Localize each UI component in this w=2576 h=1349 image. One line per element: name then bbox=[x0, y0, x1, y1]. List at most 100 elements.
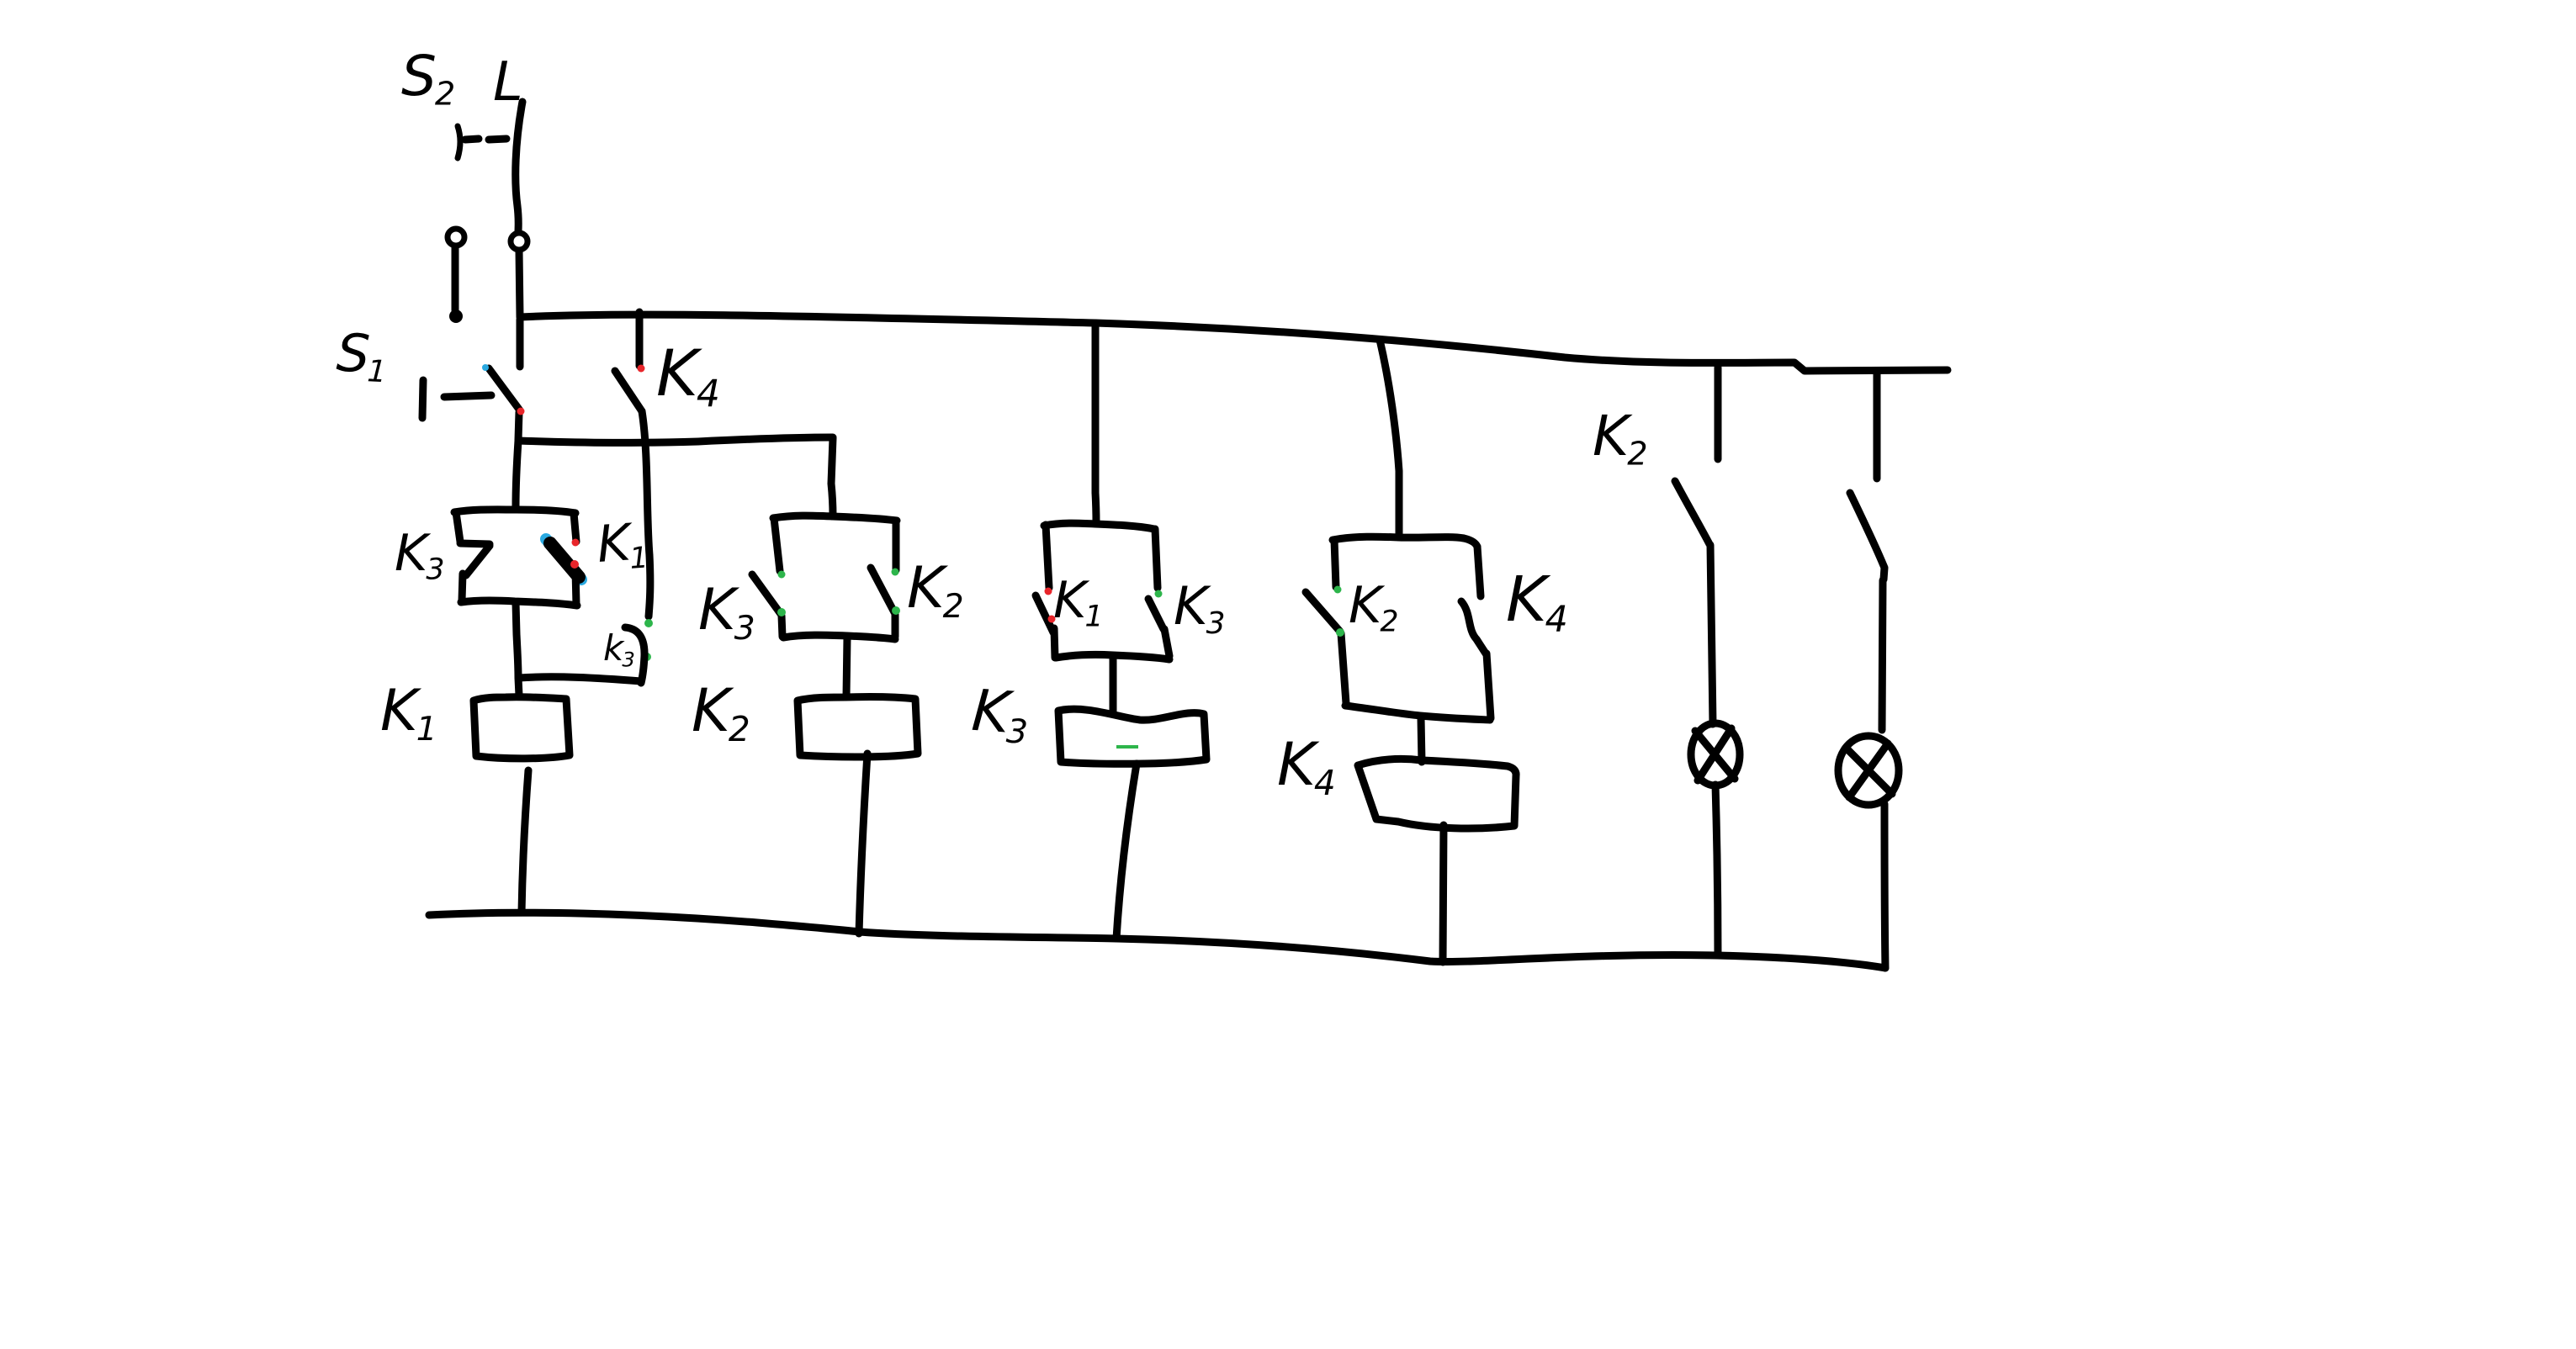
label-k2-coil: K2 bbox=[692, 681, 750, 747]
box2-green-mark-4 bbox=[892, 606, 900, 615]
label-sub: 3 bbox=[426, 553, 445, 587]
label-sub: 4 bbox=[1313, 763, 1336, 804]
coil-k3-box bbox=[1054, 705, 1211, 768]
box4-right-edge-lower bbox=[1482, 649, 1495, 722]
s2-dash-1 bbox=[461, 135, 483, 144]
lamp1-k2-blade bbox=[1671, 477, 1714, 548]
label-k3-contact-branch3: K3 bbox=[1174, 580, 1226, 639]
box4-right-edge bbox=[1473, 542, 1485, 600]
box1-right-edge-upper bbox=[570, 509, 580, 546]
label-k4-coil: K4 bbox=[1277, 735, 1336, 801]
label-base: K bbox=[1053, 571, 1086, 630]
k3-aux-green-mark-top bbox=[644, 619, 653, 627]
label-base: K bbox=[907, 555, 945, 622]
branch1-feed bbox=[511, 436, 522, 511]
branch-k3 bbox=[1031, 319, 1211, 943]
s1-actuator-dash bbox=[440, 391, 496, 401]
k4-contact-wire-down bbox=[638, 407, 655, 621]
branch4-wire-bottom bbox=[1439, 821, 1448, 966]
s2-blade bbox=[511, 98, 527, 236]
s1-blade bbox=[485, 364, 524, 415]
s1-actuator-bar bbox=[418, 376, 427, 422]
branch3-wire-bottom bbox=[1112, 759, 1141, 943]
label-base: S bbox=[401, 44, 437, 108]
branch3-feed bbox=[1091, 319, 1100, 526]
lamp1-x-stroke-2 bbox=[1693, 724, 1736, 785]
label-supply-l: L bbox=[493, 56, 523, 114]
box3-left-edge bbox=[1042, 521, 1053, 592]
branch2-wire-bottom bbox=[855, 749, 872, 938]
label-s2: S2 bbox=[401, 49, 455, 111]
top-bus-wire bbox=[516, 310, 1952, 375]
lamp2-wire-upper bbox=[1878, 576, 1887, 734]
label-k3-contact-branch1: K3 bbox=[395, 528, 445, 585]
k3-aux-link-wire bbox=[515, 673, 645, 685]
box3-right-edge bbox=[1151, 525, 1162, 592]
k4-series-contact bbox=[515, 308, 655, 687]
label-k3-contact-branch2: K3 bbox=[698, 582, 755, 645]
label-base: K bbox=[1174, 575, 1208, 637]
label-sub: 2 bbox=[728, 709, 750, 750]
lamp1-icon bbox=[1687, 719, 1744, 790]
box1-red-mark-top bbox=[571, 538, 580, 547]
branch4-feed bbox=[1375, 336, 1403, 542]
label-base: K bbox=[1593, 404, 1629, 468]
label-sub: 3 bbox=[734, 608, 755, 648]
s1-blue-mark bbox=[482, 364, 489, 371]
label-sub: 2 bbox=[942, 586, 964, 626]
box2-green-mark-2 bbox=[777, 608, 786, 616]
coil-k4-box bbox=[1354, 754, 1520, 833]
label-base: K bbox=[969, 677, 1010, 747]
label-sub: 1 bbox=[1084, 600, 1104, 634]
contact-box-k3-k1 bbox=[450, 505, 587, 610]
box3-k3-blade bbox=[1144, 595, 1168, 633]
box3-right-edge-lower bbox=[1160, 625, 1174, 660]
lamp1-wire-upper bbox=[1706, 541, 1717, 728]
label-base: K bbox=[380, 678, 418, 744]
s2-label-tail bbox=[454, 123, 464, 161]
label-base: K bbox=[1277, 730, 1316, 799]
bottom-bus-wire bbox=[425, 908, 1890, 972]
label-base: K bbox=[656, 336, 698, 410]
coil-k1-box bbox=[469, 693, 574, 763]
s2-left-pole-dot bbox=[449, 309, 463, 323]
label-k4-series-contact: K4 bbox=[656, 341, 720, 413]
branch-k1 bbox=[450, 436, 587, 917]
box1-top-edge bbox=[450, 505, 580, 517]
label-k3-aux-contact: k3 bbox=[603, 631, 635, 670]
label-base: K bbox=[698, 577, 736, 643]
branch-k4 bbox=[1301, 336, 1520, 966]
branch-lamp1 bbox=[1671, 363, 1744, 960]
label-base: K bbox=[692, 676, 730, 745]
box3-red-mark-1 bbox=[1044, 587, 1052, 595]
label-k4-contact-branch4: K4 bbox=[1506, 569, 1568, 638]
label-sub: 1 bbox=[416, 709, 437, 749]
box1-left-edge-lower bbox=[458, 569, 467, 605]
switch-s2 bbox=[444, 98, 531, 323]
switch-s1 bbox=[418, 315, 525, 444]
lamp2-circle bbox=[1834, 732, 1903, 809]
label-k2-contact-branch4: K2 bbox=[1349, 580, 1399, 637]
control-bus-drop-branch2 bbox=[827, 434, 837, 520]
label-sub: 3 bbox=[1206, 606, 1226, 641]
coil-k2-box bbox=[793, 693, 922, 761]
box3-red-mark-2 bbox=[1047, 615, 1056, 623]
control-bus-wire bbox=[514, 433, 837, 447]
k4-contact-blade bbox=[611, 367, 646, 415]
box4-left-edge-lower bbox=[1337, 629, 1350, 707]
lamp2-x-stroke-2 bbox=[1845, 739, 1892, 801]
box3-left-edge-lower bbox=[1050, 624, 1059, 662]
label-k1-contact-branch3: K1 bbox=[1053, 575, 1104, 632]
box1-left-edge-upper bbox=[452, 508, 464, 546]
label-sub: 1 bbox=[366, 354, 388, 390]
label-sub: 4 bbox=[1545, 598, 1568, 641]
box4-k4-blade bbox=[1457, 597, 1490, 658]
lamp2-blade bbox=[1846, 489, 1889, 584]
label-base: k bbox=[603, 627, 623, 669]
label-sub: 3 bbox=[622, 647, 635, 672]
s2-dash-2 bbox=[485, 135, 511, 144]
label-sub: 3 bbox=[1004, 712, 1030, 753]
label-k2-contact-branch2: K2 bbox=[907, 560, 964, 623]
box2-green-mark-1 bbox=[777, 570, 786, 579]
